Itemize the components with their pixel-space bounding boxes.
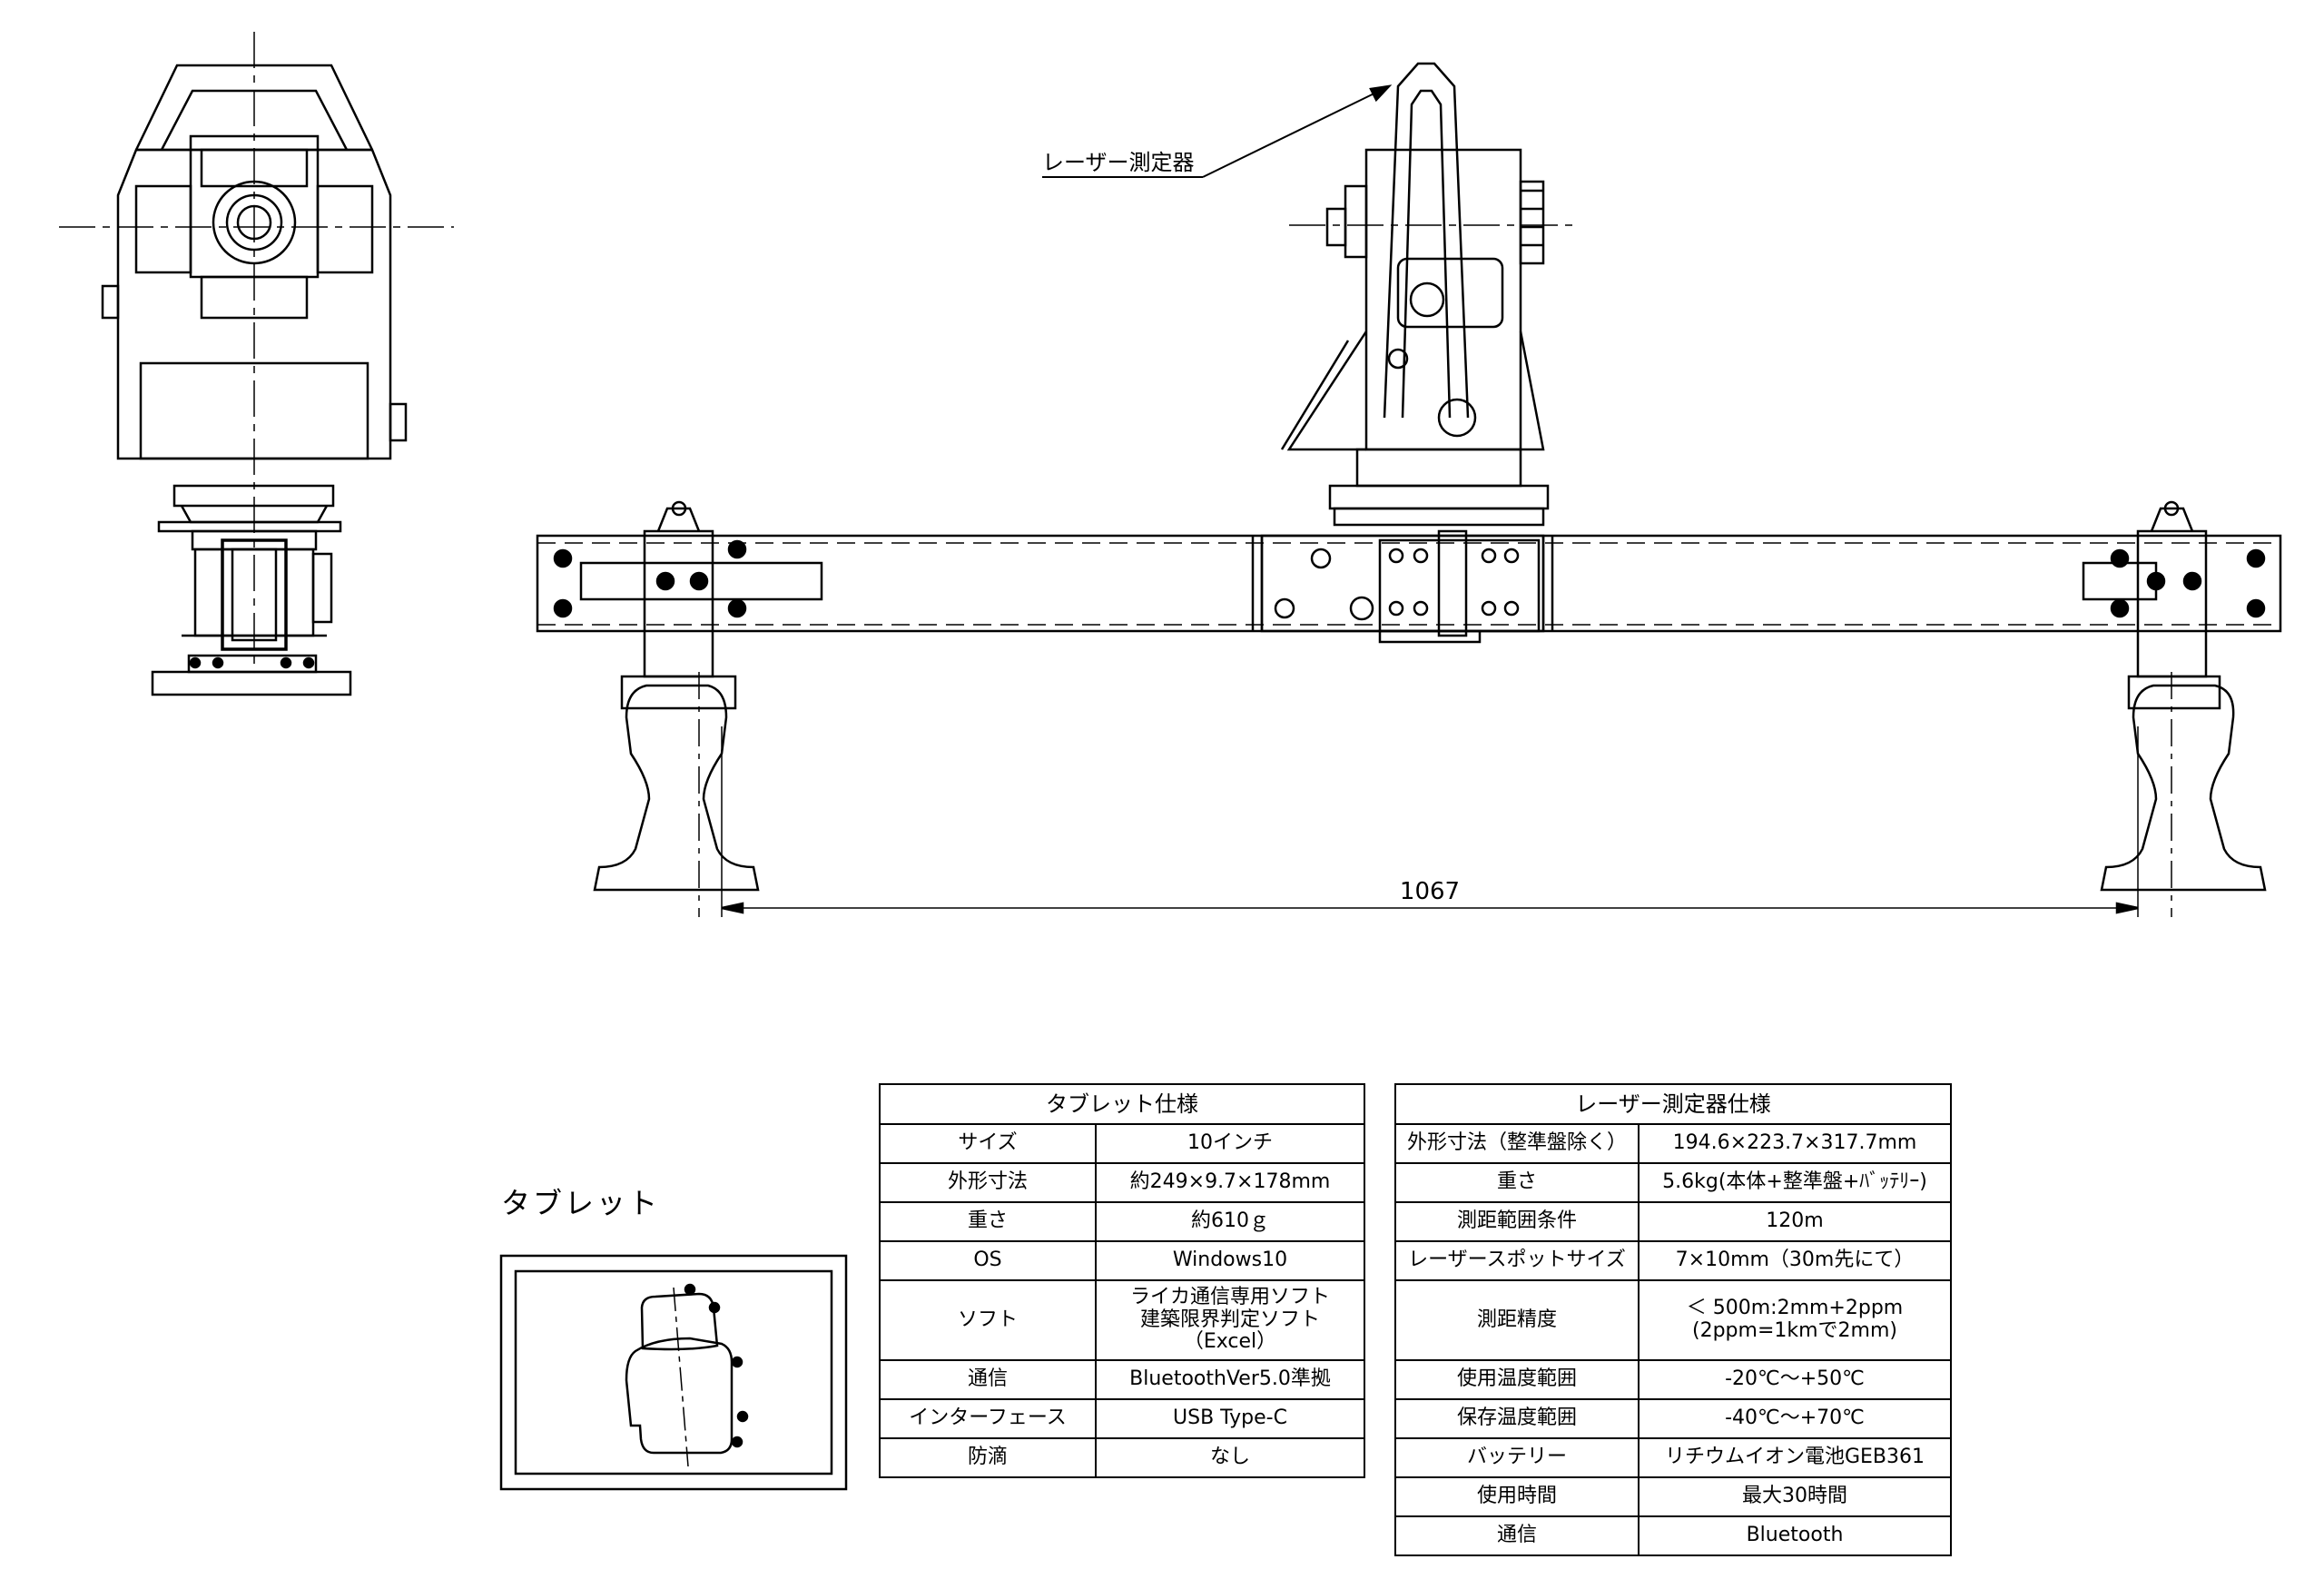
spec-key: レーザースポットサイズ	[1394, 1240, 1640, 1281]
table-row: 重さ 5.6kg(本体+整準盤+ﾊﾞｯﾃﾘｰ)	[1394, 1162, 1952, 1203]
table-row: 外形寸法 約249×9.7×178mm	[879, 1162, 1365, 1203]
spec-value: ライカ通信専用ソフト 建築限界判定ソフト （Excel）	[1095, 1279, 1365, 1361]
table-row: レーザースポットサイズ 7×10mm（30m先にて）	[1394, 1240, 1952, 1281]
spec-key: 防滴	[879, 1437, 1097, 1478]
tablet-label: タブレット	[501, 1186, 661, 1220]
table-row: 使用温度範囲 -20℃～+50℃	[1394, 1359, 1952, 1400]
spec-key: サイズ	[879, 1123, 1097, 1164]
spec-key: OS	[879, 1240, 1097, 1281]
table-row: 測距精度 ＜ 500m:2mm+2ppm (2ppm=1kmで2mm)	[1394, 1279, 1952, 1361]
spec-key: ソフト	[879, 1279, 1097, 1361]
tablet-spec-table: タブレット仕様 サイズ 10インチ 外形寸法 約249×9.7×178mm 重さ…	[879, 1083, 1365, 1478]
tablet-drawing	[499, 1254, 848, 1491]
spec-key: 重さ	[1394, 1162, 1640, 1203]
spec-key: インターフェース	[879, 1398, 1097, 1439]
table-row: ソフト ライカ通信専用ソフト 建築限界判定ソフト （Excel）	[879, 1279, 1365, 1361]
table-row: 重さ 約610ｇ	[879, 1201, 1365, 1242]
spec-key: 重さ	[879, 1201, 1097, 1242]
callout-label: レーザー測定器	[1042, 150, 1195, 175]
spec-value: USB Type-C	[1095, 1398, 1365, 1439]
spec-value: Windows10	[1095, 1240, 1365, 1281]
spec-value: Bluetooth	[1638, 1515, 1952, 1556]
table-row: サイズ 10インチ	[879, 1123, 1365, 1164]
spec-value-line: ＜ 500m:2mm+2ppm	[1686, 1297, 1904, 1320]
gauge-dimension: 1067	[721, 726, 2139, 917]
spec-key: 保存温度範囲	[1394, 1398, 1640, 1439]
table-row: インターフェース USB Type-C	[879, 1398, 1365, 1439]
spec-key: 通信	[1394, 1515, 1640, 1556]
spec-key: 測距範囲条件	[1394, 1201, 1640, 1242]
spec-value: 7×10mm（30m先にて）	[1638, 1240, 1952, 1281]
instrument-front-view	[59, 32, 454, 696]
table-row: 通信 BluetoothVer5.0準拠	[879, 1359, 1365, 1400]
spec-value-line: （Excel）	[1183, 1330, 1277, 1354]
spec-key: バッテリー	[1394, 1437, 1640, 1478]
table-row: 測距範囲条件 120m	[1394, 1201, 1952, 1242]
spec-value: 10インチ	[1095, 1123, 1365, 1164]
dimension-label: 1067	[1400, 878, 1460, 905]
table-row: OS Windows10	[879, 1240, 1365, 1281]
spec-value: BluetoothVer5.0準拠	[1095, 1359, 1365, 1400]
table-row: 外形寸法（整準盤除く） 194.6×223.7×317.7mm	[1394, 1123, 1952, 1164]
spec-value: 5.6kg(本体+整準盤+ﾊﾞｯﾃﾘｰ)	[1638, 1162, 1952, 1203]
table-row: バッテリー リチウムイオン電池GEB361	[1394, 1437, 1952, 1478]
spec-value-line: (2ppm=1kmで2mm)	[1692, 1319, 1897, 1342]
table-row: 使用時間 最大30時間	[1394, 1476, 1952, 1517]
laser-instrument-side-view	[1280, 62, 1580, 527]
measurement-beam	[536, 500, 2282, 710]
left-rail	[593, 672, 760, 917]
laser-spec-table: レーザー測定器仕様 外形寸法（整準盤除く） 194.6×223.7×317.7m…	[1394, 1083, 1952, 1556]
spec-value: 120m	[1638, 1201, 1952, 1242]
laser-spec-title: レーザー測定器仕様	[1394, 1083, 1952, 1125]
spec-key: 外形寸法（整準盤除く）	[1394, 1123, 1640, 1164]
spec-key: 外形寸法	[879, 1162, 1097, 1203]
spec-value: -40℃～+70℃	[1638, 1398, 1952, 1439]
spec-value: 194.6×223.7×317.7mm	[1638, 1123, 1952, 1164]
spec-key: 測距精度	[1394, 1279, 1640, 1361]
spec-value: 約249×9.7×178mm	[1095, 1162, 1365, 1203]
spec-key: 使用温度範囲	[1394, 1359, 1640, 1400]
spec-value: リチウムイオン電池GEB361	[1638, 1437, 1952, 1478]
spec-value: ＜ 500m:2mm+2ppm (2ppm=1kmで2mm)	[1638, 1279, 1952, 1361]
spec-key: 使用時間	[1394, 1476, 1640, 1517]
spec-value-line: 建築限界判定ソフト	[1139, 1308, 1320, 1331]
table-row: 通信 Bluetooth	[1394, 1515, 1952, 1556]
tablet-spec-title: タブレット仕様	[879, 1083, 1365, 1125]
spec-value: -20℃～+50℃	[1638, 1359, 1952, 1400]
table-row: 保存温度範囲 -40℃～+70℃	[1394, 1398, 1952, 1439]
spec-value: なし	[1095, 1437, 1365, 1478]
spec-key: 通信	[879, 1359, 1097, 1400]
spec-value-line: ライカ通信専用ソフト	[1129, 1286, 1330, 1309]
table-row: 防滴 なし	[879, 1437, 1365, 1478]
laser-callout: レーザー測定器	[1042, 84, 1393, 178]
spec-value: 約610ｇ	[1095, 1201, 1365, 1242]
spec-value: 最大30時間	[1638, 1476, 1952, 1517]
